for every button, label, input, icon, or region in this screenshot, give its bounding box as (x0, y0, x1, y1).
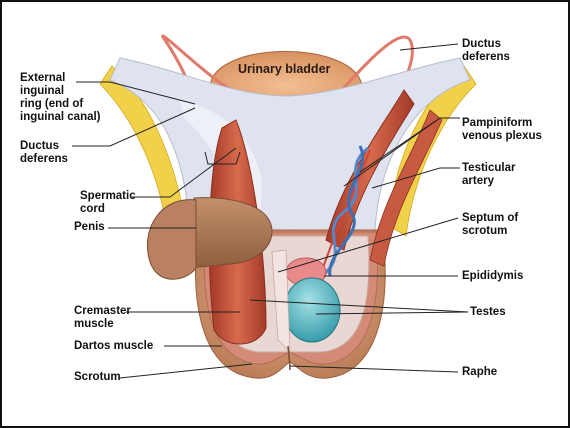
label-scrotum: Scrotum (74, 371, 121, 384)
label-ductus-deferens-left: Ductus deferens (20, 140, 68, 166)
label-testicular-artery: Testicular artery (462, 162, 515, 188)
label-cremaster-muscle: Cremaster muscle (74, 305, 131, 331)
testis-shape (284, 278, 340, 342)
label-penis: Penis (74, 221, 105, 234)
label-epididymis: Epididymis (462, 270, 523, 283)
label-septum-of-scrotum: Septum of scrotum (462, 212, 518, 238)
label-urinary-bladder: Urinary bladder (238, 63, 330, 76)
leader-ductus-deferens-right (400, 44, 458, 50)
label-testes: Testes (470, 306, 506, 319)
label-external-inguinal-ring: External inguinal ring (end of inguinal … (20, 72, 101, 124)
penis-glans (147, 200, 196, 280)
label-dartos-muscle: Dartos muscle (74, 340, 153, 353)
label-raphe: Raphe (462, 366, 497, 379)
label-pampiniform-venous-plexus: Pampiniform venous plexus (462, 117, 542, 143)
label-ductus-deferens-right: Ductus deferens (462, 38, 510, 64)
label-spermatic-cord: Spermatic cord (80, 190, 136, 216)
